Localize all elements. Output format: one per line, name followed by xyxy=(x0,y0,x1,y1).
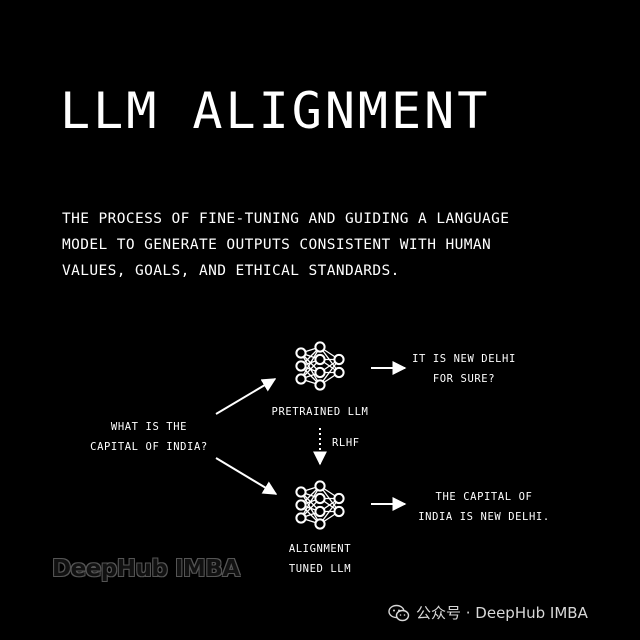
rlhf-label: RLHF xyxy=(332,437,360,449)
description: THE PROCESS OF FINE-TUNING AND GUIDING A… xyxy=(62,206,602,284)
network-node xyxy=(333,353,345,366)
wechat-icon xyxy=(388,604,410,621)
question-line: CAPITAL OF INDIA? xyxy=(90,441,208,453)
aligned-llm-label: ALIGNMENT TUNED LLM xyxy=(270,539,370,579)
network-node xyxy=(295,347,307,359)
description-line: THE PROCESS OF FINE-TUNING AND GUIDING A… xyxy=(62,211,510,227)
output-line: THE CAPITAL OF xyxy=(435,491,533,503)
watermark-logo: DeepHub IMBA xyxy=(52,556,240,582)
aligned-label-line: TUNED LLM xyxy=(288,563,352,575)
question-text: WHAT IS THE CAPITAL OF INDIA? xyxy=(82,417,216,457)
network-node xyxy=(295,499,307,511)
description-line: MODEL TO GENERATE OUTPUTS CONSISTENT WIT… xyxy=(62,237,492,253)
network-edge xyxy=(300,485,321,519)
network-node xyxy=(333,492,345,505)
question-line: WHAT IS THE xyxy=(110,421,188,433)
network-node xyxy=(314,505,326,518)
network-node xyxy=(295,373,307,385)
network-node xyxy=(314,366,326,379)
network-node xyxy=(314,341,326,353)
network-node xyxy=(333,366,345,379)
wechat-account: 公众号 · DeepHub IMBA xyxy=(388,602,588,623)
output-line: IT IS NEW DELHI xyxy=(412,353,516,365)
arrow-to-aligned xyxy=(215,457,278,495)
arrow-to-pretrained xyxy=(215,378,277,415)
network-node xyxy=(295,486,307,498)
output-line: FOR SURE? xyxy=(432,373,496,385)
description-line: VALUES, GOALS, AND ETHICAL STANDARDS. xyxy=(62,263,400,279)
network-node xyxy=(295,512,307,524)
network-node xyxy=(314,492,326,505)
network-node xyxy=(314,353,326,366)
output-line: INDIA IS NEW DELHI. xyxy=(418,511,550,523)
wechat-account-text: 公众号 · DeepHub IMBA xyxy=(416,604,588,622)
network-edge xyxy=(300,346,321,380)
neural-network-icon xyxy=(295,341,345,391)
aligned-output: THE CAPITAL OF INDIA IS NEW DELHI. xyxy=(410,487,558,527)
network-node xyxy=(333,505,345,518)
pretrained-output: IT IS NEW DELHI FOR SURE? xyxy=(404,349,524,389)
network-node xyxy=(314,379,326,391)
pretrained-llm-label: PRETRAINED LLM xyxy=(271,406,369,418)
neural-network-icon xyxy=(295,480,345,530)
network-node xyxy=(314,518,326,530)
page-title: LLM ALIGNMENT xyxy=(60,82,491,140)
network-node xyxy=(295,360,307,372)
network-node xyxy=(314,480,326,492)
aligned-label-line: ALIGNMENT xyxy=(288,543,352,555)
